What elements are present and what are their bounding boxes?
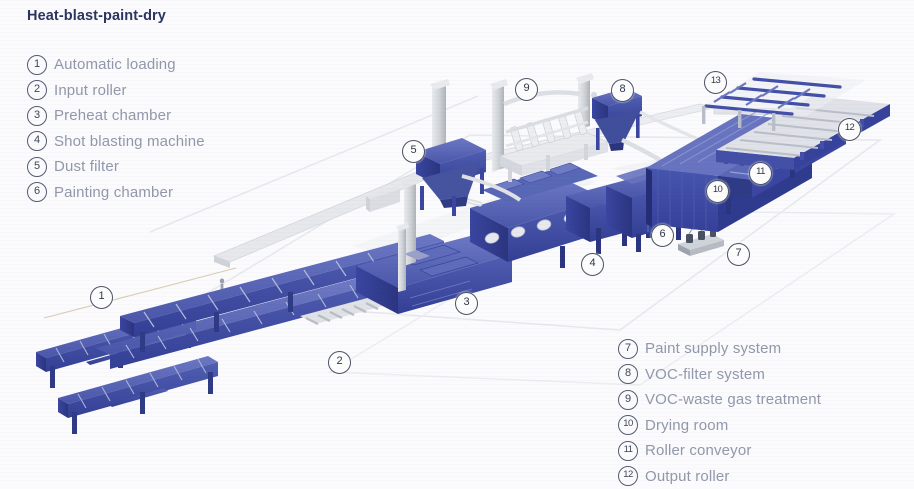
callout-voc-filter-system: 8: [611, 79, 634, 102]
legend-number: 8: [618, 364, 638, 384]
legend-label: Painting chamber: [54, 184, 173, 201]
callout-voc-waste-gas-treatment: 9: [515, 78, 538, 101]
page-title: Heat-blast-paint-dry: [27, 8, 166, 24]
legend-number: 6: [27, 182, 47, 202]
legend-label: Input roller: [54, 82, 127, 99]
legend-left: 1 Automatic loading 2 Input roller 3 Pre…: [27, 52, 205, 205]
legend-number: 3: [27, 106, 47, 126]
legend-label: Automatic loading: [54, 56, 176, 73]
callout-automatic-loading: 1: [90, 286, 113, 309]
legend-number: 2: [27, 80, 47, 100]
legend-item: 10 Drying room: [618, 413, 821, 439]
legend-number: 12: [618, 466, 638, 486]
legend-label: Dust filter: [54, 158, 119, 175]
callout-output-roller: 12: [838, 118, 861, 141]
callout-roller-conveyor: 11: [749, 162, 772, 185]
legend-label: Output roller: [645, 468, 730, 485]
legend-label: Shot blasting machine: [54, 133, 205, 150]
legend-item: 12 Output roller: [618, 464, 821, 489]
legend-number: 5: [27, 157, 47, 177]
legend-label: VOC-filter system: [645, 366, 765, 383]
legend-label: Preheat chamber: [54, 107, 171, 124]
legend-item: 8 VOC-filter system: [618, 362, 821, 388]
voc-waste-gas-treatment: [490, 73, 608, 182]
legend-item: 3 Preheat chamber: [27, 103, 205, 129]
legend-number: 7: [618, 339, 638, 359]
callout-paint-supply-system: 7: [727, 243, 750, 266]
legend-label: Drying room: [645, 417, 728, 434]
callout-drying-room: 10: [706, 180, 729, 203]
legend-item: 4 Shot blasting machine: [27, 129, 205, 155]
legend-item: 9 VOC-waste gas treatment: [618, 387, 821, 413]
legend-item: 11 Roller conveyor: [618, 438, 821, 464]
legend-item: 2 Input roller: [27, 78, 205, 104]
legend-item: 7 Paint supply system: [618, 336, 821, 362]
legend-item: 1 Automatic loading: [27, 52, 205, 78]
legend-number: 1: [27, 55, 47, 75]
callout-cross-transfer: 13: [704, 71, 727, 94]
legend-label: Roller conveyor: [645, 442, 751, 459]
legend-item: 6 Painting chamber: [27, 180, 205, 206]
legend-item: 5 Dust filter: [27, 154, 205, 180]
callout-painting-chamber: 6: [651, 224, 674, 247]
callout-dust-filter: 5: [402, 140, 425, 163]
legend-right: 7 Paint supply system 8 VOC-filter syste…: [618, 336, 821, 489]
legend-label: VOC-waste gas treatment: [645, 391, 821, 408]
legend-number: 10: [618, 415, 638, 435]
callout-shot-blasting-machine: 4: [581, 253, 604, 276]
legend-number: 4: [27, 131, 47, 151]
legend-label: Paint supply system: [645, 340, 781, 357]
legend-number: 9: [618, 390, 638, 410]
callout-preheat-chamber: 3: [455, 292, 478, 315]
callout-input-roller: 2: [328, 351, 351, 374]
legend-number: 11: [618, 441, 638, 461]
